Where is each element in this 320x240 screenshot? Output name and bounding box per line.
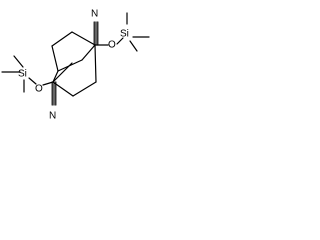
ring-bond [94, 44, 97, 83]
tms-ether-left: O Si [1, 55, 54, 95]
atom-label-n-bottom: N [49, 111, 56, 122]
o-si-bond [116, 37, 124, 45]
atom-label-o-right: O [108, 40, 116, 51]
ring-skeleton [51, 31, 97, 97]
o-bond [42, 81, 54, 86]
o-si-bond [28, 77, 37, 85]
nitrile-top: N [91, 9, 99, 46]
tms-ether-right: O Si [94, 12, 150, 52]
atom-label-si-right: Si [120, 29, 129, 40]
ring-bond [51, 45, 59, 72]
atom-label-n-top: N [91, 9, 98, 20]
ring-bond [71, 31, 96, 46]
ring-bond [52, 70, 59, 83]
ring-bond [81, 44, 96, 61]
ring-bond [52, 62, 73, 83]
atom-label-o-left: O [35, 84, 43, 95]
si-methyl-bond [13, 55, 24, 68]
ring-bond [51, 31, 73, 47]
molecule-structure: N O Si O Si N [1, 9, 150, 122]
si-methyl-bond [129, 40, 138, 52]
ring-bond [72, 81, 97, 97]
atom-label-si-left: Si [18, 69, 27, 80]
nitrile-bottom: N [49, 81, 57, 122]
